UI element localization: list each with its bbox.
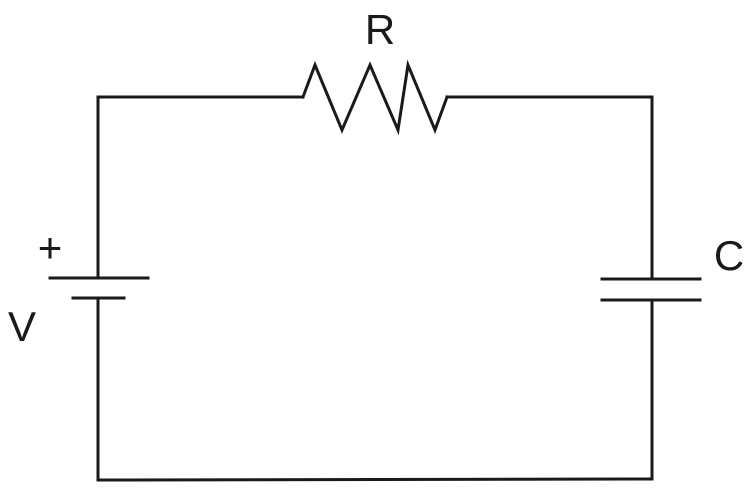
polarity-label: + <box>38 224 63 271</box>
wire-top-left <box>96 95 305 280</box>
capacitor-label: C <box>714 232 744 279</box>
wire-top-right <box>445 95 654 281</box>
wire-bottom <box>96 296 654 482</box>
source-label: V <box>8 303 36 350</box>
resistor-symbol <box>301 59 449 136</box>
resistor-label: R <box>365 6 395 53</box>
